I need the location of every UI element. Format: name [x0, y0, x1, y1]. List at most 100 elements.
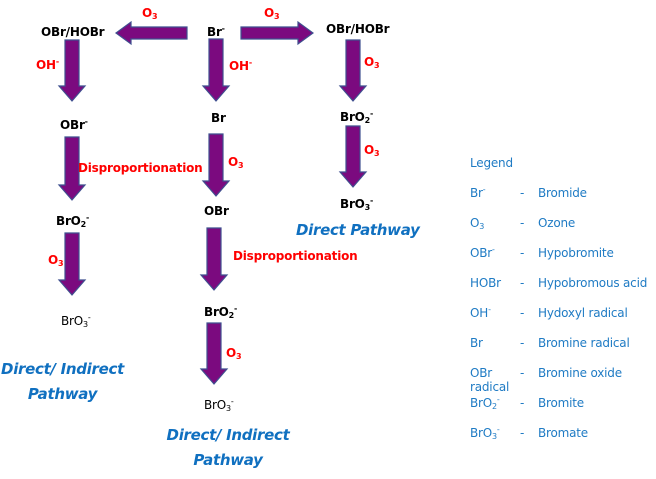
legend-symbol-text: HOBr — [470, 276, 501, 290]
species-charge: - — [87, 313, 91, 322]
reagent-text: OH — [36, 58, 56, 72]
reagent-text: O — [364, 143, 375, 157]
legend-title: Legend — [470, 156, 513, 170]
species-subscript: 3 — [226, 404, 231, 413]
reagent-charge: - — [248, 58, 252, 67]
arrow-right-step2 — [338, 125, 368, 188]
legend-meaning: Ozone — [538, 216, 576, 230]
left-bromate: BrO3- — [61, 313, 91, 329]
reagent-text: O — [226, 346, 237, 360]
legend-symbol: OH- — [470, 306, 520, 321]
legend-meaning: Bromine radical — [538, 336, 630, 350]
species-subscript: 2 — [80, 220, 87, 229]
left-pathway-label: Direct/ Indirect Pathway — [0, 357, 125, 407]
species-text: BrO — [340, 110, 365, 124]
arrow-center-to-right — [240, 20, 315, 46]
legend-item: O3-Ozone — [470, 216, 576, 231]
reagent-text: O — [264, 6, 275, 20]
legend-symbol: O3 — [470, 216, 520, 231]
species-charge: - — [370, 196, 374, 205]
species-text: Br — [211, 111, 226, 123]
legend-symbol: Br — [470, 336, 520, 350]
species-text: BrO — [204, 398, 227, 412]
legend-meaning: Hypobromite — [538, 246, 614, 260]
species-subscript: 3 — [364, 203, 371, 212]
legend-item: Br-Bromine radical — [470, 336, 630, 350]
arrow-middle-step2 — [201, 133, 231, 197]
legend-item: BrO3--Bromate — [470, 425, 588, 441]
reagent-subscript: 3 — [152, 12, 158, 21]
legend-item: HOBr-Hypobromous acid — [470, 276, 647, 290]
reagent-subscript: 3 — [236, 352, 242, 361]
reagent-charge: - — [55, 57, 59, 66]
pathway-line1: Direct/ Indirect — [1, 360, 124, 378]
reagent-subscript: 3 — [238, 161, 244, 170]
arrow-middle-step1 — [201, 38, 231, 102]
legend-item: OBr-Bromine oxide radical — [470, 366, 656, 394]
pathway-line1: Direct/ Indirect — [166, 426, 290, 444]
species-subscript: 3 — [83, 320, 88, 329]
pathway-line2: Pathway — [193, 451, 263, 469]
species-text: BrO — [61, 314, 84, 328]
legend-symbol-text: BrO — [470, 426, 493, 440]
legend-symbol-subscript: 3 — [479, 222, 485, 231]
reagent-subscript: 3 — [58, 259, 64, 268]
arrow-middle-step4 — [199, 322, 229, 385]
left-disproportionation-label: Disproportionation — [78, 161, 203, 175]
middle-bromate: BrO3- — [204, 398, 234, 413]
right-o3-label: O3 — [264, 6, 280, 21]
legend-symbol-subscript: 2 — [492, 402, 497, 411]
legend-symbol-charge: - — [496, 395, 500, 404]
species-charge: - — [84, 117, 88, 126]
legend-item: BrO2--Bromite — [470, 395, 584, 411]
legend-symbol-text: Br — [470, 336, 483, 350]
reagent-subscript: 3 — [374, 61, 380, 70]
right-pathway-label: Direct Pathway — [296, 221, 420, 239]
right-o3-step1-label: O3 — [364, 55, 380, 70]
left-o3-step3-label: O3 — [48, 253, 64, 268]
middle-o3-step4-label: O3 — [226, 346, 242, 361]
species-text: BrO — [340, 197, 365, 211]
middle-disproportionation-label: Disproportionation — [233, 249, 358, 263]
legend-symbol-text: OBr — [470, 366, 493, 380]
middle-bromite: BrO2- — [204, 305, 237, 320]
right-o3-step2-label: O3 — [364, 143, 380, 158]
pathway-line2: Pathway — [27, 385, 98, 403]
arrow-left-step3 — [57, 232, 87, 296]
legend-meaning: Bromate — [538, 426, 588, 440]
reagent-text: O — [228, 155, 239, 169]
legend-separator: - — [520, 306, 525, 320]
left-bromite: BrO2- — [56, 214, 89, 229]
legend-symbol: OBr- — [470, 246, 520, 261]
legend-separator: - — [520, 366, 525, 380]
reagent-text: O — [48, 253, 59, 267]
arrow-left-step2 — [57, 136, 87, 201]
left-o3-label: O3 — [142, 6, 158, 21]
legend-item: OH--Hydoxyl radical — [470, 306, 628, 321]
legend-symbol: HOBr — [470, 276, 520, 290]
legend-separator: - — [520, 186, 525, 200]
legend-symbol-charge: - — [496, 425, 500, 434]
legend-symbol-charge: - — [482, 185, 486, 194]
legend-symbol-text: O — [470, 216, 480, 230]
species-text: OBr/HOBr — [41, 25, 105, 39]
species-text: BrO — [204, 305, 229, 319]
reagent-text: OH — [229, 59, 249, 73]
legend-separator: - — [520, 246, 525, 260]
legend-separator: - — [520, 216, 525, 230]
left-hypobromite: OBr- — [60, 117, 88, 133]
middle-o3-label: O3 — [228, 155, 244, 170]
middle-bromine-oxide-radical: OBr — [204, 204, 229, 218]
species-text: OBr — [204, 204, 229, 218]
legend-separator: - — [520, 426, 525, 440]
arrow-left-step1 — [57, 39, 87, 102]
legend-symbol-text: OH — [470, 306, 489, 320]
middle-bromine-radical: Br — [211, 111, 226, 123]
middle-pathway-label: Direct/ Indirect Pathway — [164, 423, 292, 473]
left-obr-hobr: OBr/HOBr — [41, 25, 105, 39]
legend-meaning: Bromite — [538, 396, 584, 410]
legend-symbol: BrO3- — [470, 425, 520, 441]
species-subscript: 2 — [364, 116, 371, 125]
legend-meaning: Bromide — [538, 186, 587, 200]
